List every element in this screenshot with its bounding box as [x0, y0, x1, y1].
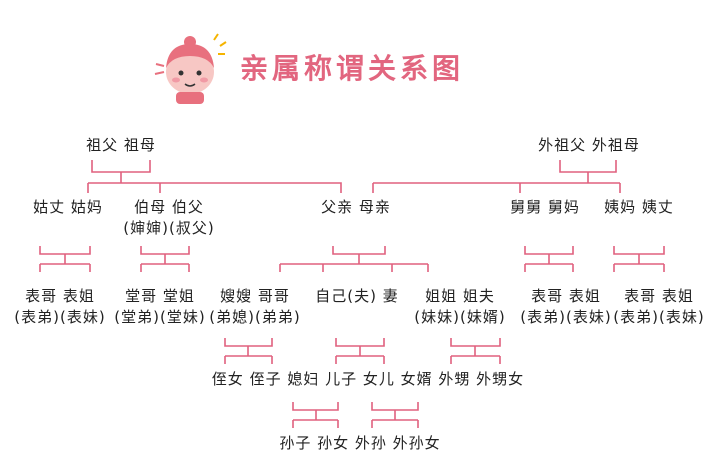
connector-cousin3: [613, 246, 665, 272]
label-jiejie-sub: (妹妹)(妹婿): [414, 308, 506, 326]
connector-grandkids: [292, 402, 339, 428]
connector-nephews: [450, 338, 501, 364]
label-bomu-bofu-sub: (婶婶)(叔父): [123, 219, 215, 237]
connector-nieces: [224, 338, 273, 364]
label-sasa-sub: (弟媳)(弟弟): [209, 308, 301, 326]
diagram-title: 亲属称谓关系图: [240, 52, 465, 85]
label-grandchildren: 孙子 孙女 外孙 外孙女: [279, 434, 441, 452]
label-cousin2: 表哥 表姐: [531, 287, 601, 305]
connector-kids: [335, 338, 385, 364]
connector-parent-generation: [87, 182, 621, 193]
connector-grandparents: [91, 160, 151, 183]
connector-cousin2: [524, 246, 574, 272]
label-cousin3: 表哥 表姐: [624, 287, 694, 305]
label-cousin1-sub: (表弟)(表妹): [14, 308, 106, 326]
label-tangge: 堂哥 堂姐: [125, 287, 195, 305]
label-children: 侄女 侄子 媳妇 儿子 女儿 女婿 外甥 外甥女: [211, 370, 525, 388]
connector-parents-children: [279, 246, 429, 272]
label-jiejie: 姐姐 姐夫: [425, 287, 495, 305]
cartoon-girl-icon: [154, 33, 227, 104]
label-cousin2-sub: (表弟)(表妹): [520, 308, 612, 326]
label-maternal-grandparents: 外祖父 外祖母: [538, 136, 640, 154]
label-tangge-sub: (堂弟)(堂妹): [114, 308, 206, 326]
connector-tangge: [140, 246, 190, 272]
label-cousin1: 表哥 表姐: [25, 287, 95, 305]
connector-cousin1: [39, 246, 91, 272]
label-bomu-bofu: 伯母 伯父: [134, 198, 204, 216]
label-sasa: 嫂嫂 哥哥: [220, 287, 290, 305]
connector-outer-grandkids: [371, 402, 419, 428]
label-grandparents: 祖父 祖母: [86, 136, 156, 154]
label-parents: 父亲 母亲: [321, 198, 391, 216]
connector-maternal-grandparents: [559, 160, 617, 183]
label-self: 自己(夫) 妻: [315, 287, 399, 305]
label-cousin3-sub: (表弟)(表妹): [613, 308, 705, 326]
label-aunt-uncle-paternal: 姑丈 姑妈: [33, 198, 103, 216]
label-jiujiu: 舅舅 舅妈: [510, 198, 580, 216]
label-yima: 姨妈 姨丈: [604, 198, 674, 216]
